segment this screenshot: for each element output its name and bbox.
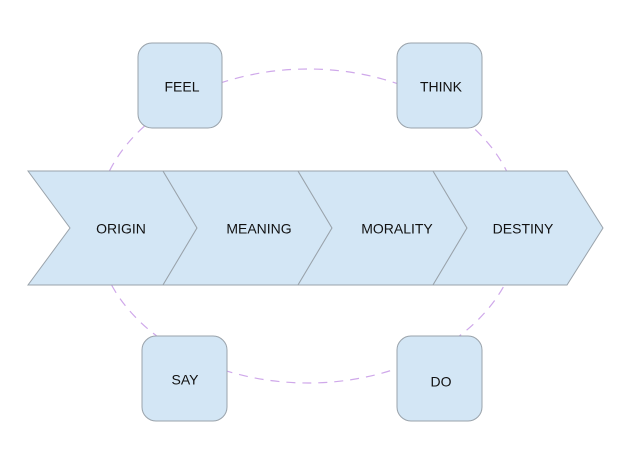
box-think: THINK xyxy=(396,42,483,129)
chevron-origin: ORIGIN xyxy=(27,170,198,286)
chevron-origin-label: ORIGIN xyxy=(96,221,146,237)
box-do: DO xyxy=(396,335,483,422)
chevron-destiny: DESTINY xyxy=(432,170,604,286)
box-say: SAY xyxy=(141,335,228,422)
box-say-label: SAY xyxy=(172,372,200,388)
box-do-label: DO xyxy=(431,374,452,390)
chevron-morality-label: MORALITY xyxy=(361,221,433,237)
box-feel: FEEL xyxy=(137,42,223,129)
box-think-label: THINK xyxy=(420,79,463,95)
box-feel-label: FEEL xyxy=(164,79,199,95)
chevron-meaning-label: MEANING xyxy=(226,221,291,237)
chevron-destiny-label: DESTINY xyxy=(493,221,554,237)
